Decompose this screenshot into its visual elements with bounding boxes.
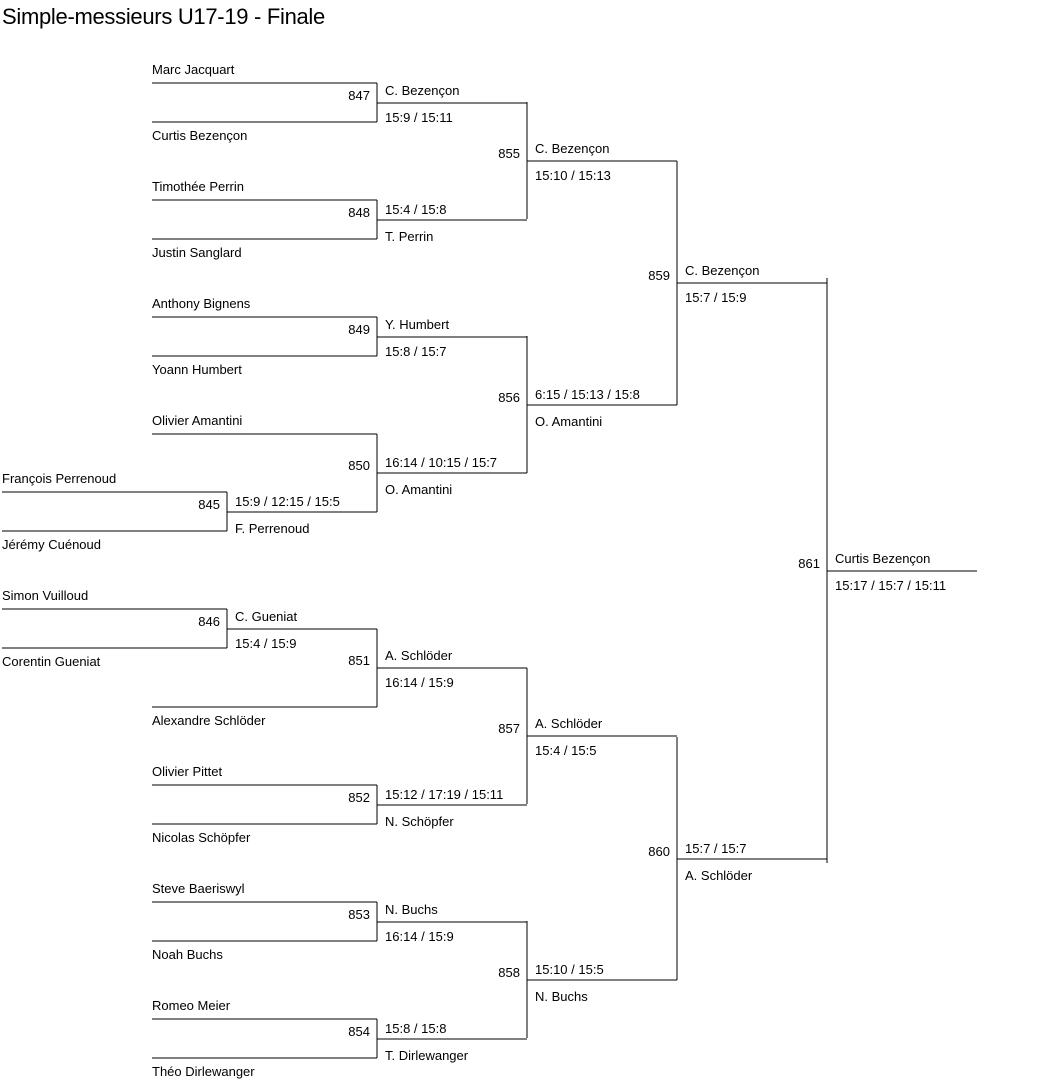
player-name: Simon Vuilloud	[2, 588, 89, 603]
match-number: 856	[498, 390, 520, 405]
match-number: 849	[348, 322, 370, 337]
match-number: 847	[348, 88, 370, 103]
match-number: 853	[348, 907, 370, 922]
match-number: 848	[348, 205, 370, 220]
player-name: Yoann Humbert	[152, 362, 242, 377]
match-number: 860	[648, 844, 670, 859]
winner-name: C. Bezençon	[535, 141, 610, 156]
match-number: 850	[348, 458, 370, 473]
page-title: Simple-messieurs U17-19 - Finale	[2, 4, 325, 29]
player-name: Justin Sanglard	[152, 245, 242, 260]
winner-name: N. Buchs	[385, 902, 438, 917]
match-score: 15:12 / 17:19 / 15:11	[385, 787, 504, 802]
match-score: 15:4 / 15:5	[535, 743, 597, 758]
player-name: Olivier Pittet	[152, 764, 223, 779]
match-score: 16:14 / 15:9	[385, 675, 454, 690]
match-number: 851	[348, 653, 370, 668]
match-score: 15:4 / 15:9	[235, 636, 297, 651]
match-score: 15:9 / 12:15 / 15:5	[235, 494, 340, 509]
player-name: Théo Dirlewanger	[152, 1064, 255, 1079]
match-number: 845	[198, 497, 220, 512]
match-number: 857	[498, 721, 520, 736]
player-name: Marc Jacquart	[152, 62, 235, 77]
player-name: Nicolas Schöpfer	[152, 830, 251, 845]
match-number: 854	[348, 1024, 370, 1039]
match-score: 15:4 / 15:8	[385, 202, 447, 217]
winner-name: A. Schlöder	[685, 868, 753, 883]
player-name: François Perrenoud	[2, 471, 117, 486]
winner-name: C. Bezençon	[685, 263, 760, 278]
winner-name: Y. Humbert	[385, 317, 450, 332]
winner-name: C. Gueniat	[235, 609, 298, 624]
winner-name: F. Perrenoud	[235, 521, 310, 536]
winner-name: N. Schöpfer	[385, 814, 454, 829]
winner-name: O. Amantini	[535, 414, 603, 429]
winner-name: Curtis Bezençon	[835, 551, 931, 566]
match-score: 16:14 / 15:9	[385, 929, 454, 944]
match-number: 846	[198, 614, 220, 629]
winner-name: C. Bezençon	[385, 83, 460, 98]
player-name: Anthony Bignens	[152, 296, 251, 311]
winner-name: T. Perrin	[385, 229, 434, 244]
match-score: 15:7 / 15:9	[685, 290, 747, 305]
player-name: Jérémy Cuénoud	[2, 537, 101, 552]
winner-name: O. Amantini	[385, 482, 453, 497]
match-score: 15:8 / 15:7	[385, 344, 447, 359]
player-name: Romeo Meier	[152, 998, 231, 1013]
player-name: Curtis Bezençon	[152, 128, 248, 143]
match-score: 6:15 / 15:13 / 15:8	[535, 387, 640, 402]
match-number: 859	[648, 268, 670, 283]
player-name: Corentin Gueniat	[2, 654, 101, 669]
match-score: 15:17 / 15:7 / 15:11	[835, 578, 947, 593]
winner-name: T. Dirlewanger	[385, 1048, 469, 1063]
match-number: 852	[348, 790, 370, 805]
match-score: 15:9 / 15:11	[385, 110, 453, 125]
player-name: Olivier Amantini	[152, 413, 243, 428]
match-score: 15:8 / 15:8	[385, 1021, 447, 1036]
match-score: 15:10 / 15:5	[535, 962, 604, 977]
player-name: Timothée Perrin	[152, 179, 244, 194]
match-score: 15:7 / 15:7	[685, 841, 747, 856]
match-score: 16:14 / 10:15 / 15:7	[385, 455, 498, 470]
winner-name: N. Buchs	[535, 989, 588, 1004]
player-name: Steve Baeriswyl	[152, 881, 245, 896]
match-number: 855	[498, 146, 520, 161]
winner-name: A. Schlöder	[535, 716, 603, 731]
player-name: Noah Buchs	[152, 947, 223, 962]
winner-name: A. Schlöder	[385, 648, 453, 663]
match-number: 858	[498, 965, 520, 980]
player-name: Alexandre Schlöder	[152, 713, 266, 728]
match-number: 861	[798, 556, 820, 571]
match-score: 15:10 / 15:13	[535, 168, 611, 183]
